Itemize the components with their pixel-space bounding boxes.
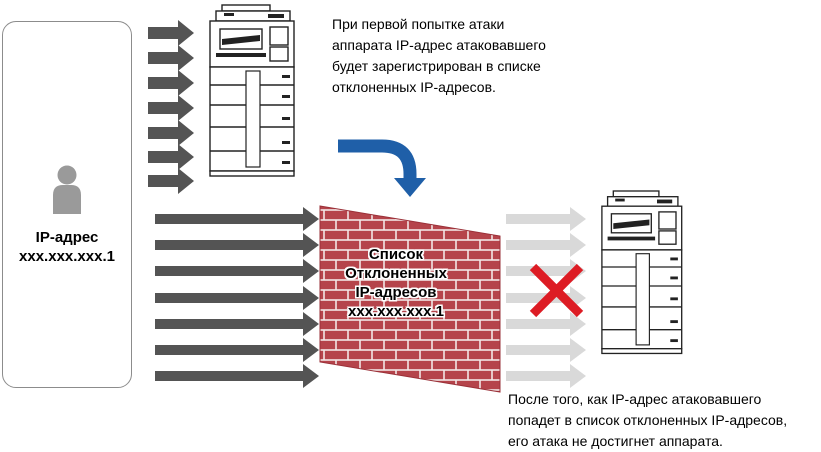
attacker-ip-title: IP-адрес <box>35 229 99 246</box>
attack-arrows-bottom <box>155 207 319 388</box>
first-attack-note: При первой попытке атаки аппарата IP-адр… <box>332 14 592 98</box>
curved-arrow-icon <box>338 139 426 197</box>
attacker-ip-value: xxx.xxx.xxx.1 <box>19 248 115 265</box>
first-attack-note-line-1: При первой попытке атаки <box>332 16 505 32</box>
blocked-attack-note: После того, как IP-адрес атаковавшего по… <box>508 389 820 452</box>
printer-icon-bottom <box>601 190 683 355</box>
first-attack-note-line-3: будет зарегистрирован в списке <box>332 58 541 74</box>
blocked-attack-note-line-1: После того, как IP-адрес атаковавшего <box>508 391 762 407</box>
blocklist-label: Список Отклоненных IP-адресов xxx.xxx.xx… <box>320 245 472 321</box>
printer-icon-top <box>209 4 295 177</box>
blocklist-line-1: Список <box>368 246 424 263</box>
first-attack-note-line-4: отклоненных IP-адресов. <box>332 79 496 95</box>
blocklist-line-3: IP-адресов <box>355 284 437 301</box>
person-icon <box>53 165 81 214</box>
blocked-attack-note-line-3: его атака не достигнет аппарата. <box>508 433 723 449</box>
first-attack-note-line-2: аппарата IP-адрес атаковавшего <box>332 37 546 53</box>
attack-arrows-top <box>148 20 194 194</box>
blocked-attack-note-line-2: попадет в список отклоненных IP-адресов, <box>508 412 788 428</box>
blocklist-line-2: Отклоненных <box>345 265 447 282</box>
attacker-ip-label: IP-адрес xxx.xxx.xxx.1 <box>0 228 134 266</box>
brick-wall <box>319 205 501 393</box>
block-x-icon <box>529 263 584 318</box>
blocklist-line-4: xxx.xxx.xxx.1 <box>348 303 444 320</box>
